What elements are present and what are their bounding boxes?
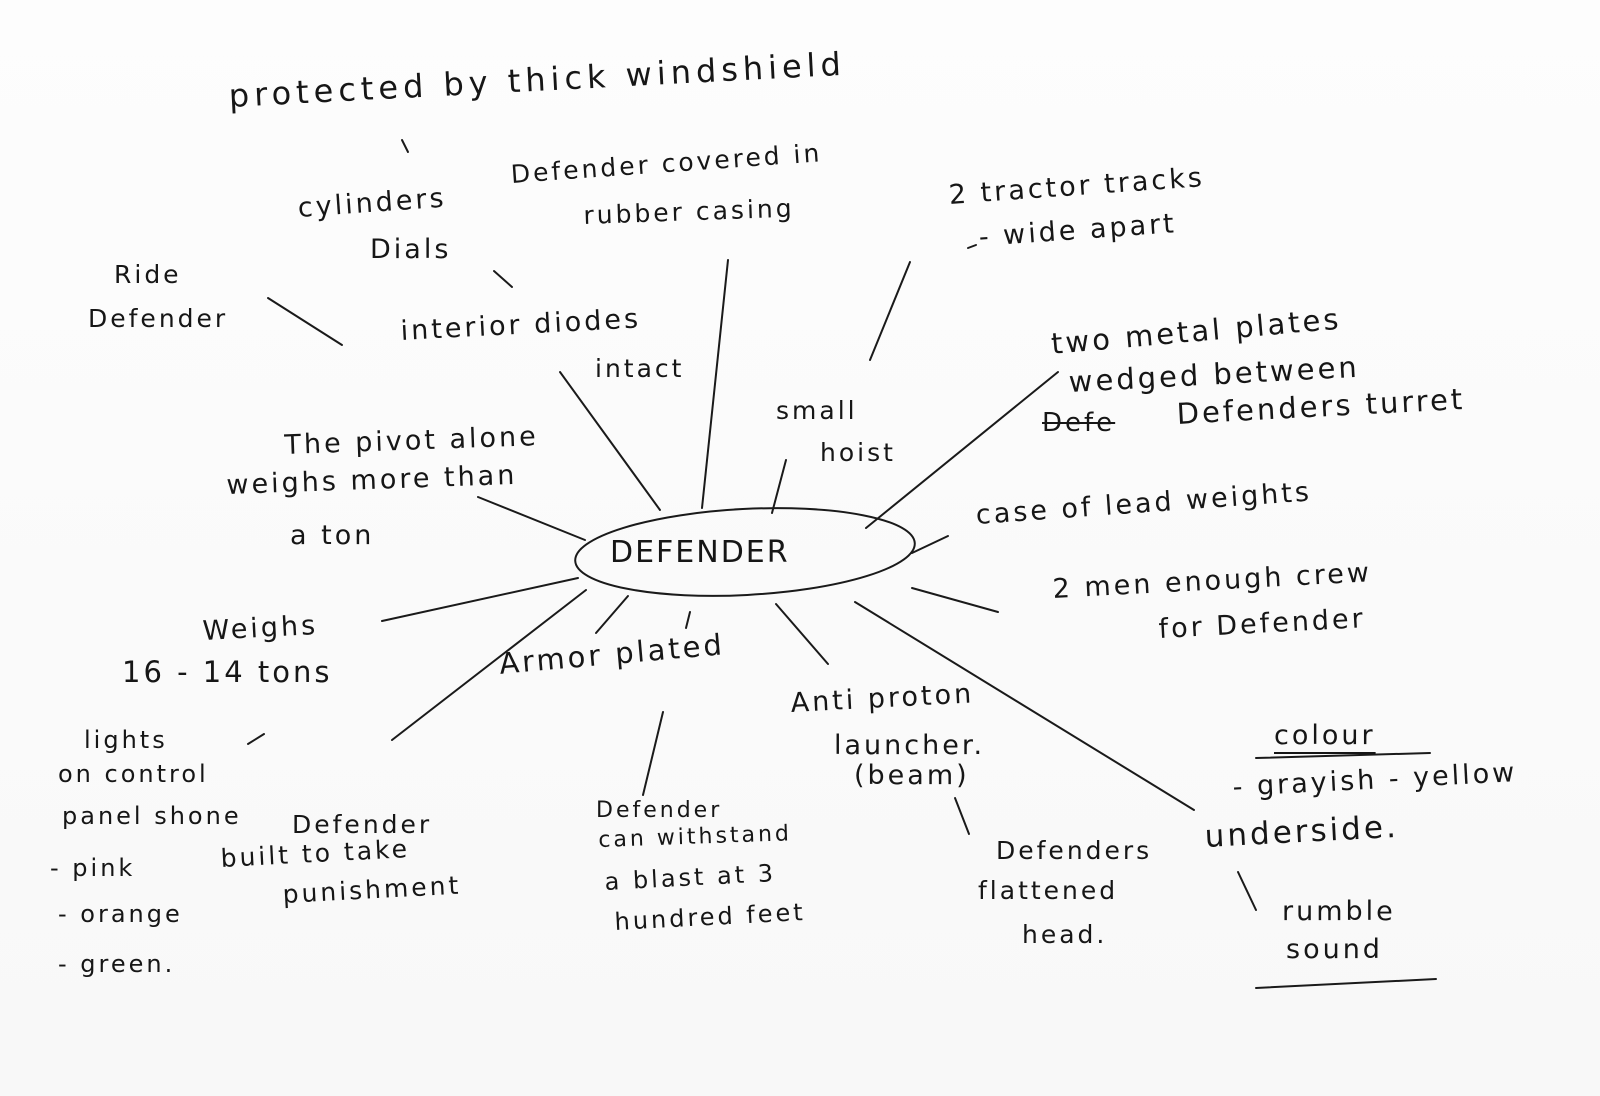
spoke-underside [854, 601, 1195, 811]
note-lights-5: - orange [58, 900, 183, 928]
spoke-lights [391, 589, 587, 741]
colour-title: colour [1274, 720, 1376, 751]
note-head-3: head. [1022, 920, 1108, 949]
spoke-lead [911, 535, 949, 554]
note-hoist-2: hoist [820, 438, 896, 467]
note-lights-2: on control [58, 760, 209, 788]
note-launcher-2: launcher. [834, 730, 986, 761]
spoke-armor-left [595, 595, 629, 634]
spoke-armor-mid [685, 611, 691, 629]
note-pivot-3: a ton [290, 520, 375, 551]
note-head-1: Defenders [996, 836, 1153, 865]
spoke-pivot [477, 496, 586, 541]
center-label: DEFENDER [610, 535, 790, 570]
spoke-armor-right [775, 603, 829, 665]
spoke-plates [865, 371, 1059, 529]
note-dials: Dials [370, 234, 452, 265]
tick-dials [493, 270, 513, 288]
spoke-rubber [701, 259, 729, 509]
rumble-underline [1255, 978, 1437, 989]
note-lights-4: - pink [50, 854, 136, 882]
tick-head [954, 797, 970, 835]
tick-tracks [967, 244, 977, 249]
note-rumble-1: rumble [1282, 896, 1396, 927]
colour-underline [1255, 752, 1431, 759]
note-ride: Ride [114, 260, 182, 289]
tick-ride [267, 297, 343, 346]
note-punish-1: Defender [292, 810, 433, 839]
note-lights-6: - green. [58, 950, 176, 978]
note-plates-struck: Defe [1042, 408, 1116, 438]
note-lights-1: lights [84, 726, 168, 754]
tick-blast [642, 711, 664, 796]
note-weighs-1: Weighs [201, 609, 319, 647]
note-diodes-2: intact [595, 354, 685, 383]
note-rumble-2: sound [1286, 934, 1383, 965]
note-rubber-2: rubber casing [582, 193, 796, 230]
tick-lights [247, 733, 265, 745]
note-lights-3: panel shone [62, 802, 242, 830]
note-blast-1: Defender [596, 798, 723, 823]
tick-windshield [401, 139, 409, 153]
note-weighs-2: 16 - 14 tons [122, 655, 333, 689]
note-launcher-3: (beam) [854, 760, 970, 791]
spoke-tracks [869, 261, 911, 361]
spoke-weighs [381, 577, 579, 622]
note-head-2: flattened [978, 876, 1119, 905]
spoke-diodes [559, 371, 661, 511]
tick-rumble [1237, 871, 1257, 911]
center-oval [574, 507, 916, 597]
spoke-hoist [771, 459, 787, 514]
note-hoist-1: small [776, 396, 858, 425]
note-ride-defender: Defender [88, 304, 229, 333]
spoke-crew [911, 587, 999, 613]
